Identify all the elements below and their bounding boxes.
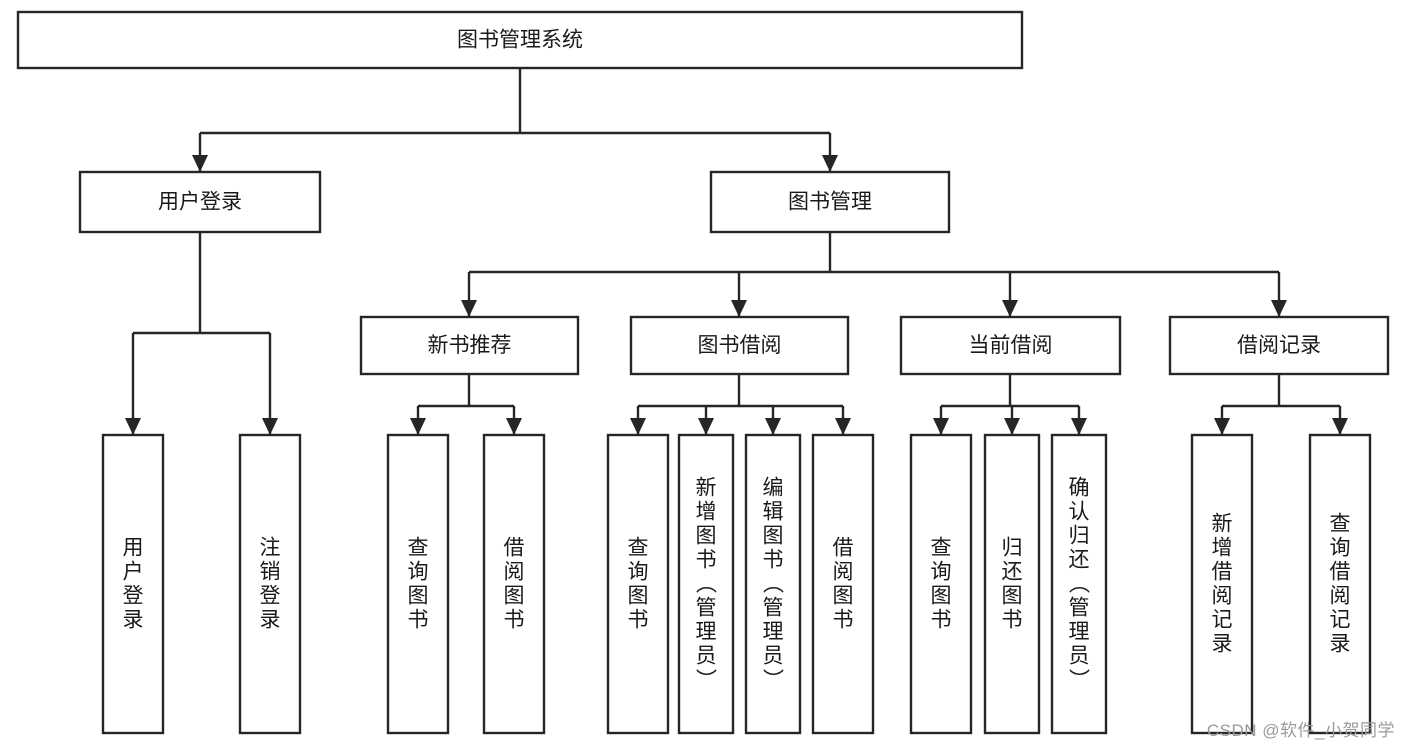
node-label: 查询图书 [931, 537, 952, 632]
node-查询借阅记录[interactable]: 查询借阅记录 [1308, 433, 1372, 735]
edge-group-l3-record-to-l4 [1214, 374, 1348, 435]
arrow-head-icon [506, 418, 522, 435]
arrow-head-icon [731, 300, 747, 317]
node-注销登录[interactable]: 注销登录 [238, 433, 302, 735]
arrow-head-icon [1071, 418, 1087, 435]
arrow-head-icon [192, 155, 208, 172]
edge-group-l3-new-to-l4 [410, 374, 522, 435]
node-图书管理[interactable]: 图书管理 [709, 170, 951, 234]
node-查询图书[interactable]: 查询图书 [909, 433, 973, 735]
node-label: 图书管理系统 [457, 29, 583, 52]
arrow-head-icon [410, 418, 426, 435]
node-图书管理系统[interactable]: 图书管理系统 [16, 10, 1024, 70]
node-label: 借阅记录 [1237, 334, 1321, 357]
node-借阅图书[interactable]: 借阅图书 [482, 433, 546, 735]
connectors-layer [125, 68, 1348, 435]
arrow-head-icon [461, 300, 477, 317]
edge-group-l3-borrow-to-l4 [630, 374, 851, 435]
arrow-head-icon [1004, 418, 1020, 435]
node-label: 当前借阅 [969, 334, 1053, 357]
arrow-head-icon [125, 418, 141, 435]
node-图书借阅[interactable]: 图书借阅 [629, 315, 850, 376]
node-归还图书[interactable]: 归还图书 [983, 433, 1041, 735]
node-新书推荐[interactable]: 新书推荐 [359, 315, 580, 376]
node-当前借阅[interactable]: 当前借阅 [899, 315, 1122, 376]
edge-group-root-to-l2 [192, 68, 838, 172]
node-label: 图书借阅 [698, 334, 782, 357]
arrow-head-icon [262, 418, 278, 435]
node-label: 查询借阅记录 [1330, 513, 1351, 656]
arrow-head-icon [1332, 418, 1348, 435]
node-新增借阅记录[interactable]: 新增借阅记录 [1190, 433, 1254, 735]
node-label: 借阅图书 [504, 537, 525, 632]
node-label: 注销登录 [260, 537, 281, 632]
arrow-head-icon [835, 418, 851, 435]
node-新增图书管理员[interactable]: 新增图书（管理员） [677, 433, 735, 735]
node-确认归还管理员[interactable]: 确认归还（管理员） [1050, 433, 1108, 735]
node-label: 新增借阅记录 [1212, 513, 1233, 656]
node-label: 新书推荐 [428, 334, 512, 357]
edge-group-l3-current-to-l4 [933, 374, 1087, 435]
node-编辑图书管理员[interactable]: 编辑图书（管理员） [744, 433, 802, 735]
node-用户登录[interactable]: 用户登录 [101, 433, 165, 735]
arrow-head-icon [1002, 300, 1018, 317]
node-label: 图书管理 [788, 191, 872, 214]
arrow-head-icon [822, 155, 838, 172]
arrow-head-icon [698, 418, 714, 435]
edge-group-l2-user-to-l4 [125, 232, 278, 435]
node-借阅记录[interactable]: 借阅记录 [1168, 315, 1390, 376]
node-label: 新增图书（管理员） [696, 477, 718, 692]
edge-group-l2-book-to-l3 [461, 232, 1287, 317]
node-label: 查询图书 [628, 537, 649, 632]
node-label: 确认归还（管理员） [1069, 477, 1091, 692]
node-借阅图书[interactable]: 借阅图书 [811, 433, 875, 735]
arrow-head-icon [630, 418, 646, 435]
node-label: 编辑图书（管理员） [763, 477, 785, 692]
arrow-head-icon [765, 418, 781, 435]
node-查询图书[interactable]: 查询图书 [386, 433, 450, 735]
arrow-head-icon [1271, 300, 1287, 317]
arrow-head-icon [1214, 418, 1230, 435]
node-label: 用户登录 [123, 537, 144, 632]
node-label: 用户登录 [158, 191, 242, 214]
node-label: 查询图书 [408, 537, 429, 632]
node-label: 借阅图书 [833, 537, 854, 632]
arrow-head-icon [933, 418, 949, 435]
nodes-layer: 图书管理系统用户登录图书管理新书推荐图书借阅当前借阅借阅记录用户登录注销登录查询… [16, 10, 1390, 735]
node-用户登录[interactable]: 用户登录 [78, 170, 322, 234]
node-label: 归还图书 [1002, 537, 1023, 632]
watermark-text: CSDN @软件_小贺同学 [1206, 721, 1395, 740]
node-查询图书[interactable]: 查询图书 [606, 433, 670, 735]
